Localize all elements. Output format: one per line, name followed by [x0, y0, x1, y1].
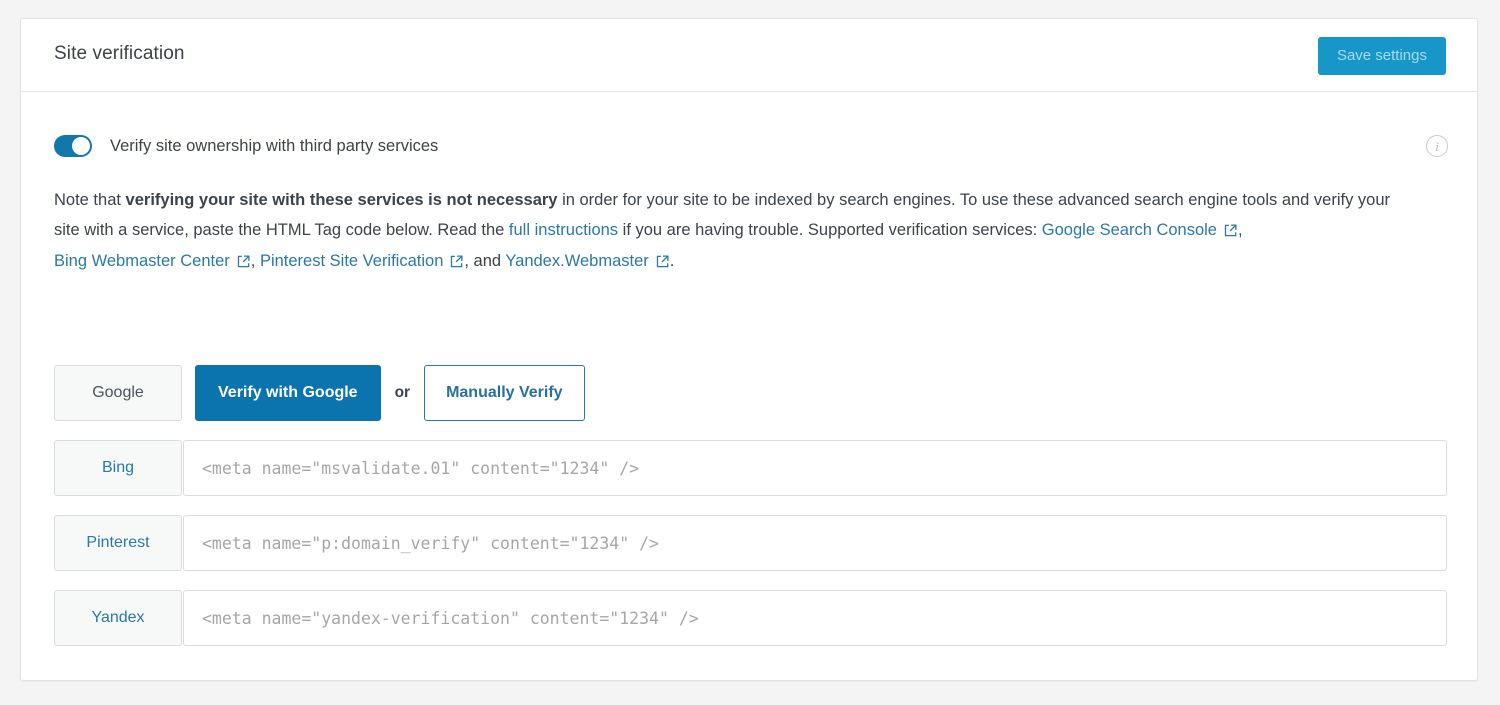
verify-ownership-toggle-row: Verify site ownership with third party s…	[54, 135, 438, 157]
page-title: Site verification	[54, 43, 185, 64]
bing-webmaster-center-label: Bing Webmaster Center	[54, 251, 230, 270]
google-search-console-label: Google Search Console	[1041, 221, 1217, 239]
service-label-bing: Bing	[54, 440, 182, 496]
pinterest-verification-row: Pinterest <meta name="p:domain_verify" c…	[54, 515, 1447, 571]
yandex-webmaster-link[interactable]: Yandex.Webmaster	[505, 252, 669, 270]
separator-4: .	[669, 251, 675, 270]
separator-2: ,	[250, 251, 260, 270]
external-link-icon	[1224, 224, 1237, 237]
bing-meta-tag-input[interactable]: <meta name="msvalidate.01" content="1234…	[183, 440, 1447, 496]
bing-verification-row: Bing <meta name="msvalidate.01" content=…	[54, 440, 1447, 496]
toggle-knob	[72, 137, 90, 155]
toggle-label: Verify site ownership with third party s…	[110, 136, 439, 155]
site-verification-card: Site verification Save settings Verify s…	[20, 18, 1478, 681]
note-text-part2: in order for your site to be indexed by …	[54, 190, 1391, 240]
note-text-part3: if you are having trouble. Supported ver…	[618, 221, 1042, 239]
service-label-yandex: Yandex	[54, 590, 182, 646]
separator-1: ,	[1238, 221, 1243, 239]
info-icon[interactable]: i	[1426, 135, 1448, 157]
service-label-google: Google	[54, 365, 182, 421]
yandex-meta-tag-input[interactable]: <meta name="yandex-verification" content…	[183, 590, 1447, 646]
pinterest-site-verification-label: Pinterest Site Verification	[259, 251, 444, 270]
verification-rows: Google Verify with Google or Manually Ve…	[54, 365, 1447, 665]
verify-ownership-toggle[interactable]	[54, 135, 92, 157]
external-link-icon	[450, 254, 463, 268]
full-instructions-link[interactable]: full instructions	[508, 221, 619, 239]
note-bold-text: verifying your site with these services …	[125, 190, 558, 209]
service-label-pinterest: Pinterest	[54, 515, 182, 571]
note-paragraph: Note that verifying your site with these…	[54, 185, 1417, 277]
card-header: Site verification Save settings	[21, 19, 1477, 92]
external-link-icon	[237, 254, 250, 268]
pinterest-meta-tag-input[interactable]: <meta name="p:domain_verify" content="12…	[183, 515, 1447, 571]
verify-with-google-button[interactable]: Verify with Google	[195, 365, 381, 421]
google-verification-row: Google Verify with Google or Manually Ve…	[54, 365, 1447, 421]
external-link-icon	[656, 254, 669, 268]
pinterest-site-verification-link[interactable]: Pinterest Site Verification	[260, 252, 464, 270]
note-text-part1: Note that	[54, 190, 126, 209]
save-settings-button[interactable]: Save settings	[1317, 37, 1446, 75]
google-search-console-link[interactable]: Google Search Console	[1042, 221, 1238, 239]
or-label: or	[394, 384, 411, 401]
yandex-verification-row: Yandex <meta name="yandex-verification" …	[54, 590, 1447, 646]
bing-webmaster-center-link[interactable]: Bing Webmaster Center	[54, 252, 251, 270]
yandex-webmaster-label: Yandex.Webmaster	[505, 251, 649, 270]
manually-verify-button[interactable]: Manually Verify	[424, 365, 585, 421]
separator-3: , and	[464, 251, 506, 270]
